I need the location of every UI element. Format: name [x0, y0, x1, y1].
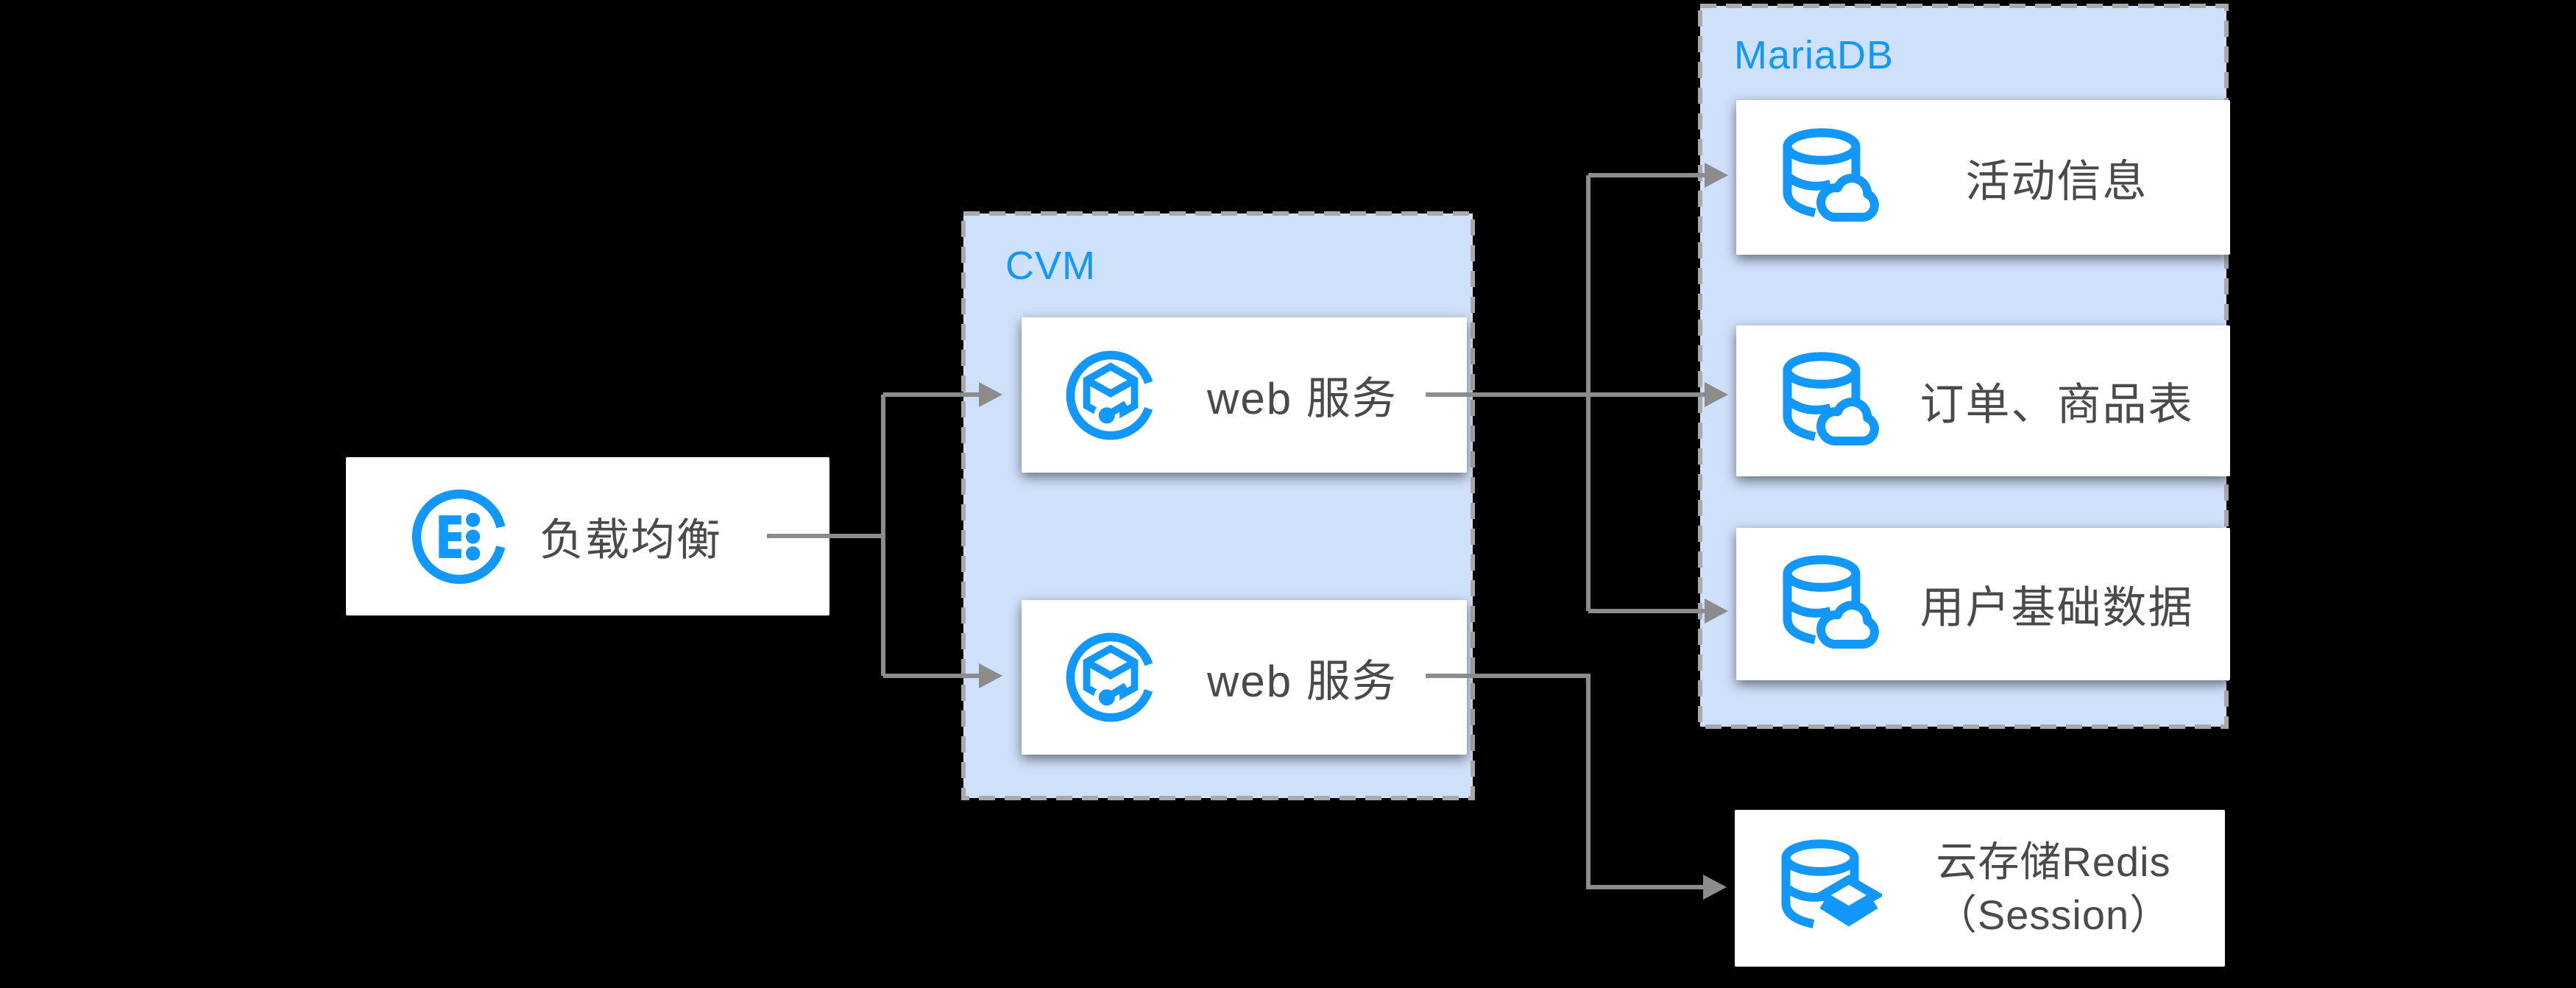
- node-label: 负载均衡: [539, 515, 722, 565]
- node-load-balancer: 负载均衡: [346, 457, 829, 615]
- cvm-group-label: CVM: [1005, 244, 1096, 288]
- node-label-zone: 活动信息: [1883, 146, 2230, 210]
- node-label: 活动信息: [1965, 156, 2148, 206]
- node-label: 订单、商品表: [1919, 380, 2194, 429]
- mariadb-group-label: MariaDB: [1734, 33, 1894, 77]
- cvm-icon: [1066, 350, 1156, 440]
- tencentdb-cloud-icon: [1783, 554, 1879, 649]
- cvm-icon: [1066, 632, 1156, 722]
- node-web-service-2: web 服务: [1022, 600, 1467, 755]
- node-label: 云存储Redis （Session）: [1936, 836, 2171, 940]
- node-label-zone: 订单、商品表: [1883, 369, 2230, 433]
- node-label-zone: 云存储Redis （Session）: [1882, 836, 2225, 940]
- node-activity-info: 活动信息: [1736, 100, 2230, 255]
- node-label: web 服务: [1207, 374, 1398, 423]
- redis-layers-icon: [1781, 839, 1882, 928]
- node-redis-session: 云存储Redis （Session）: [1735, 810, 2225, 967]
- node-label-zone: 用户基础数据: [1883, 572, 2230, 636]
- node-user-base-data: 用户基础数据: [1736, 528, 2230, 680]
- tencentdb-cloud-icon: [1783, 351, 1879, 445]
- node-label: web 服务: [1207, 656, 1398, 706]
- redis-label-line2: （Session）: [1935, 891, 2172, 938]
- node-web-service-1: web 服务: [1022, 317, 1467, 473]
- node-label: 用户基础数据: [1919, 583, 2194, 632]
- node-order-product-tables: 订单、商品表: [1736, 325, 2230, 476]
- tencentdb-cloud-icon: [1783, 128, 1879, 222]
- redis-label-line1: 云存储Redis: [1936, 839, 2171, 886]
- clb-icon: [411, 489, 507, 584]
